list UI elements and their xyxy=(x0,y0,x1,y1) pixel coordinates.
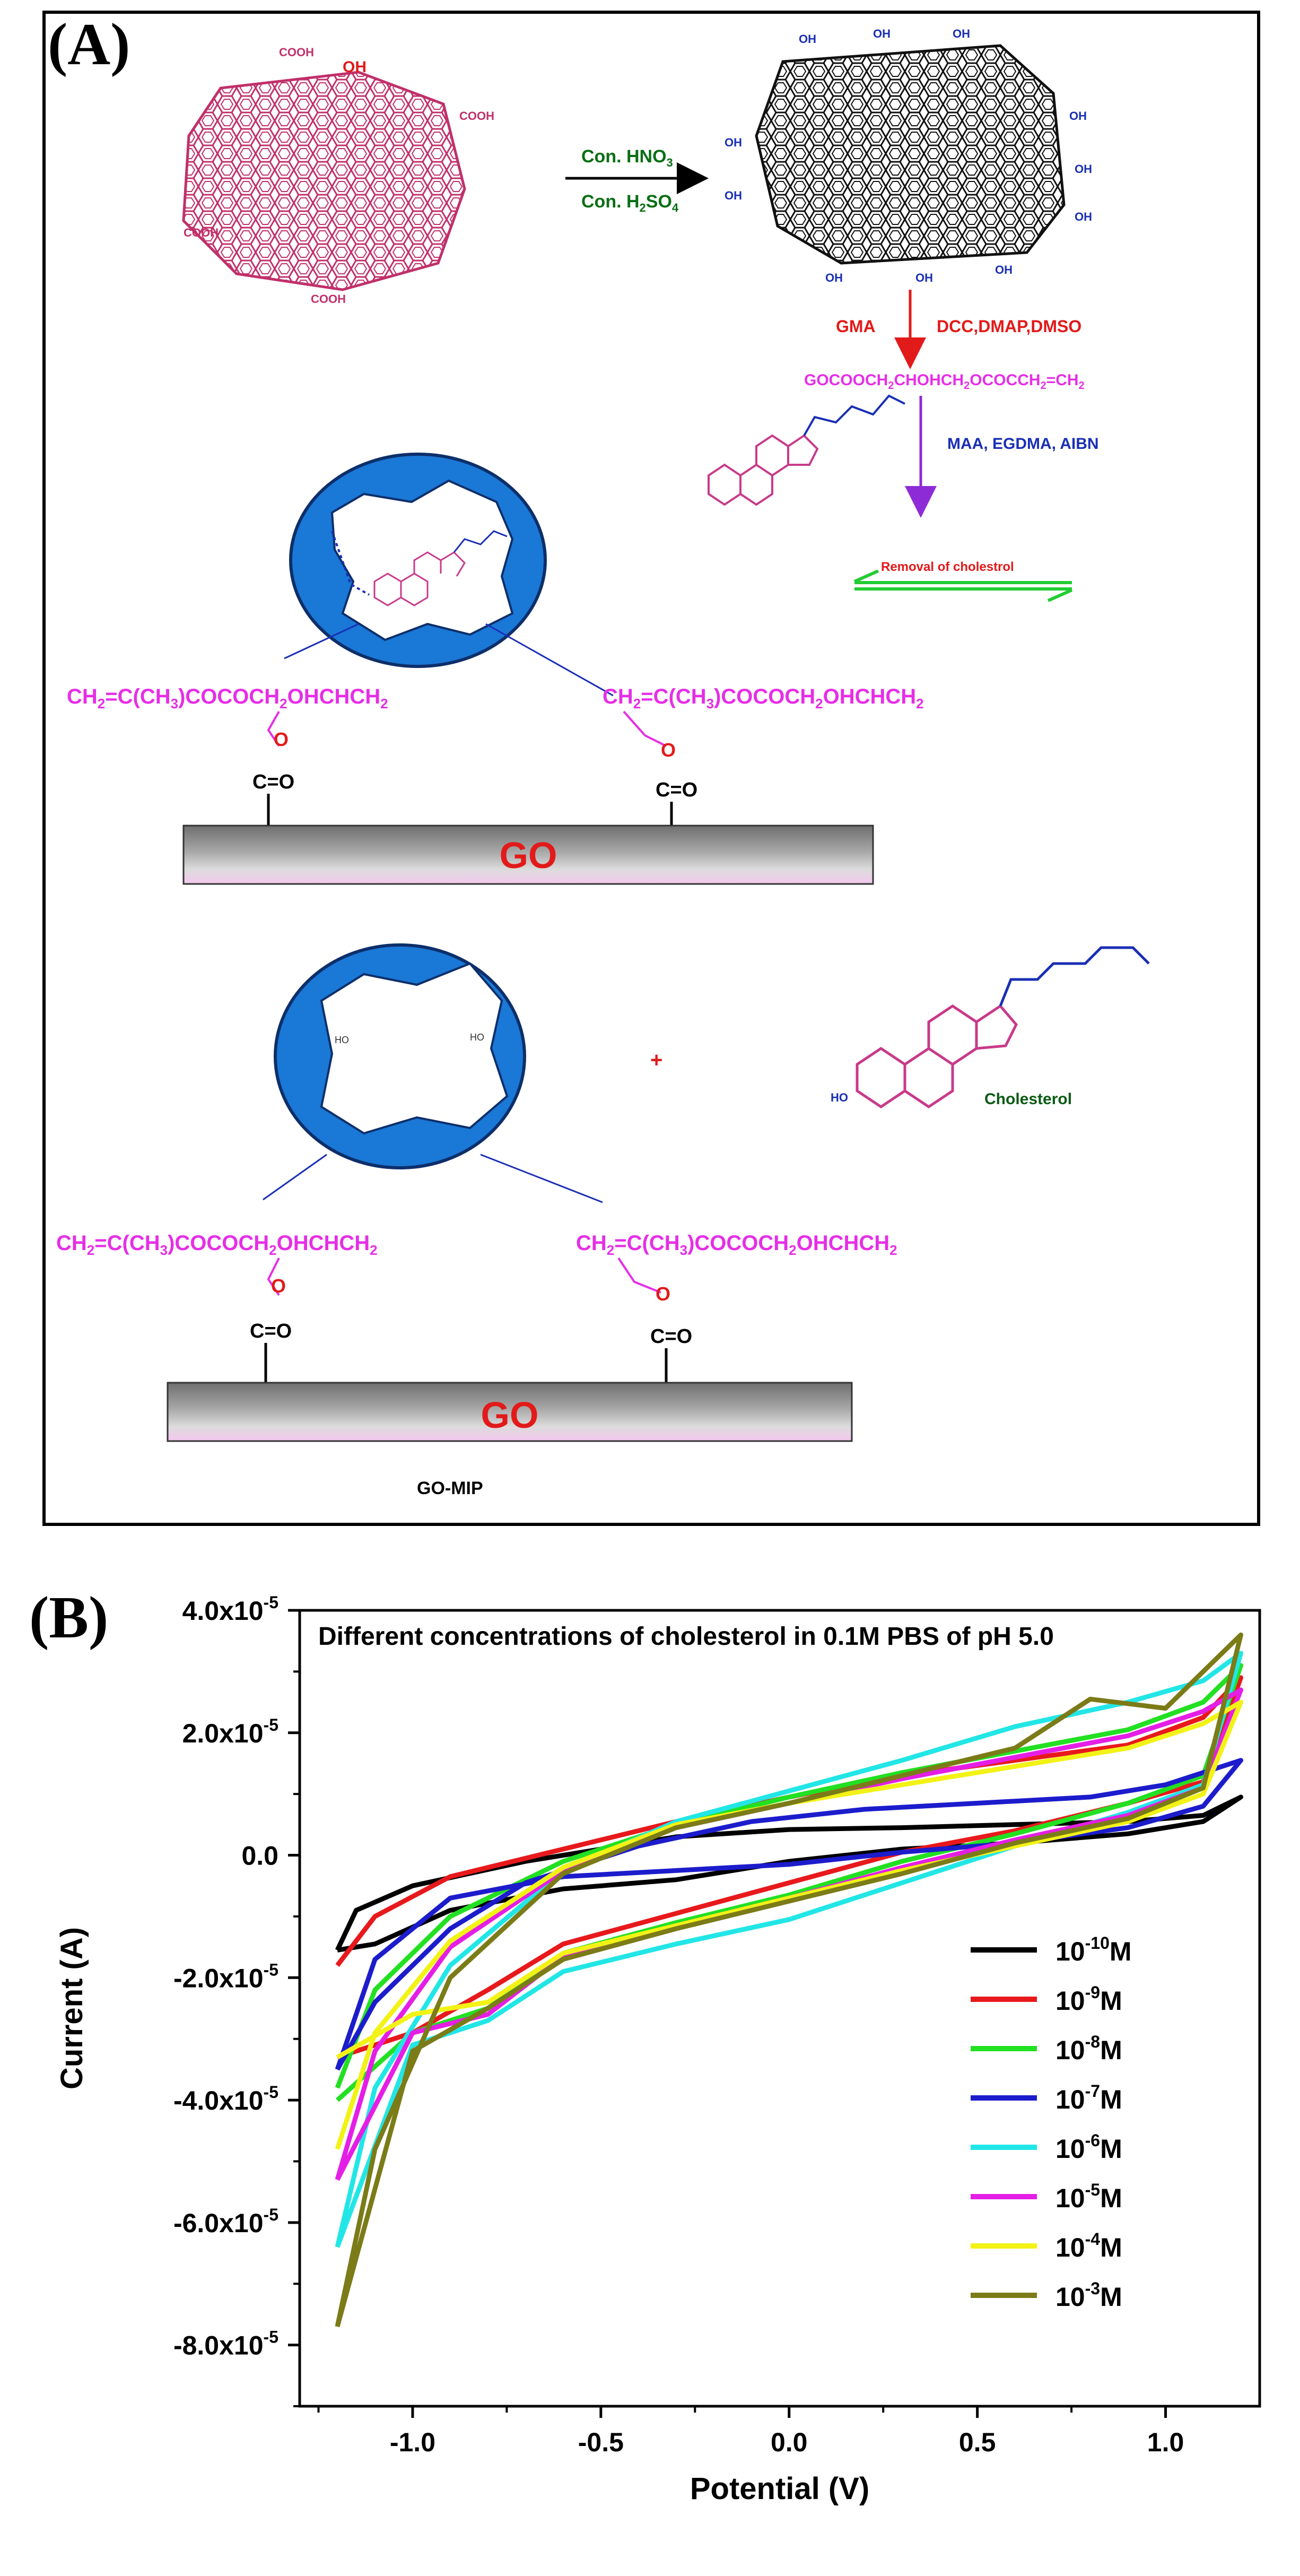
oh-bottom-3: OH xyxy=(995,263,1013,276)
legend-label: 10-5M xyxy=(1055,2180,1122,2213)
x-tick-label: 1.0 xyxy=(1147,2427,1184,2457)
oh-top-1: OH xyxy=(799,32,816,46)
cooh-label-3: COOH xyxy=(184,226,219,239)
gma-product-formula: GOCOOCH2CHOHCH2OCOCCH2=CH2 xyxy=(804,371,1085,392)
ester-o-2: O xyxy=(661,739,676,761)
cv-chart: -1.0 -0.5 0.0 0.5 1.0 4.0x10-5 2.0x10-5 0.0 -2.… xyxy=(55,1593,1261,2506)
cooh-label-4: COOH xyxy=(311,292,346,306)
reagent-hno3: Con. HNO3 xyxy=(581,146,673,169)
tether-line-1 xyxy=(284,623,359,660)
tether-line-2 xyxy=(485,623,614,697)
carboxylated-graphene: OH OH OH OH OH OH OH OH OH OH OH xyxy=(725,27,1092,284)
legend-label: 10-8M xyxy=(1055,2032,1122,2065)
go-mip-label: GO-MIP xyxy=(417,1478,483,1498)
graphene-oxide-sheet: OH COOH COOH COOH COOH xyxy=(182,46,494,306)
legend-label: 10-4M xyxy=(1055,2230,1122,2262)
linker-formula-2: CH2=C(CH3)COCOCH2OHCHCH2 xyxy=(603,685,924,712)
ester-o-1: O xyxy=(274,728,289,750)
linker-formula-1: CH2=C(CH3)COCOCH2OHCHCH2 xyxy=(67,685,388,712)
oh-left-1: OH xyxy=(725,136,742,149)
removal-label: Removal of cholestrol xyxy=(881,560,1014,574)
legend: 10-10M 10-9M 10-8M 10-7M 10-6M 10-5M 10-4M 10-3… xyxy=(971,1933,1132,2312)
imprinted-cavity-with-template xyxy=(289,453,547,668)
y-tick-label: -8.0x10-5 xyxy=(173,2328,278,2361)
x-tick-label: -1.0 xyxy=(390,2427,435,2457)
y-tick-label: 4.0x10-5 xyxy=(182,1593,278,1626)
x-tick-label: -0.5 xyxy=(578,2427,624,2457)
oh-bottom-1: OH xyxy=(825,271,843,284)
legend-label: 10-6M xyxy=(1055,2131,1122,2164)
carbonyl-1: C=O xyxy=(252,771,294,793)
tether-line-4 xyxy=(480,1153,603,1203)
cv-curve--10 xyxy=(335,1794,1243,1953)
cholesterol-ho: HO xyxy=(831,1091,848,1104)
go-label-lower: GO xyxy=(481,1394,539,1436)
cv-curve--4 xyxy=(335,1699,1243,2150)
y-tick-label: 0.0 xyxy=(241,1841,278,1871)
go-substrate-lower xyxy=(167,1382,853,1442)
oh-bottom-2: OH xyxy=(915,271,933,284)
x-axis-ticks: -1.0 -0.5 0.0 0.5 1.0 xyxy=(317,2406,1184,2457)
x-tick-label: 0.0 xyxy=(771,2427,808,2457)
synthesis-scheme: OH COOH COOH COOH COOH Con. HNO3 Con. H2… xyxy=(56,27,1150,1498)
oh-right-2: OH xyxy=(1075,162,1092,176)
oh-left-2: OH xyxy=(725,189,742,202)
oh-top-3: OH xyxy=(953,27,970,40)
reagent-h2so4: Con. H2SO4 xyxy=(581,192,679,214)
cholesterol-structure xyxy=(856,946,1150,1109)
polymerization-label: MAA, EGDMA, AIBN xyxy=(947,435,1099,453)
go-substrate-upper xyxy=(182,825,874,885)
cv-curve--3 xyxy=(335,1632,1243,2328)
oh-label: OH xyxy=(343,58,367,76)
scheme-panel: OH COOH COOH COOH COOH Con. HNO3 Con. H2… xyxy=(42,11,1260,1526)
cv-curve--9 xyxy=(335,1675,1243,2060)
ester-o-3: O xyxy=(271,1275,286,1297)
ho-label-1: HO xyxy=(335,1035,349,1045)
x-axis-label: Potential (V) xyxy=(690,2471,869,2506)
y-axis-label: Current (A) xyxy=(55,1927,89,2089)
x-tick-label: 0.5 xyxy=(959,2427,996,2457)
y-axis-ticks: 4.0x10-5 2.0x10-5 0.0 -2.0x10-5 -4.0x10-5 -6.… xyxy=(173,1593,300,2407)
linker-bond-3 xyxy=(267,1257,280,1296)
linker-formula-3: CH2=C(CH3)COCOCH2OHCHCH2 xyxy=(56,1231,378,1258)
chart-title: Different concentrations of cholesterol … xyxy=(318,1623,1054,1651)
ester-o-4: O xyxy=(656,1283,670,1305)
oh-right-3: OH xyxy=(1075,210,1092,223)
panel-a-letter: (A) xyxy=(48,12,130,77)
linker-bond-4 xyxy=(617,1257,661,1294)
carbonyl-2: C=O xyxy=(656,779,697,801)
gma-label: GMA xyxy=(836,317,876,336)
legend-label: 10-3M xyxy=(1055,2279,1122,2312)
y-tick-label: -2.0x10-5 xyxy=(173,1960,278,1993)
imprinted-cavity-empty: HO HO xyxy=(274,943,526,1169)
cooh-label-1: COOH xyxy=(279,46,314,59)
go-label-upper: GO xyxy=(500,835,557,876)
cholesterol-label: Cholesterol xyxy=(984,1090,1072,1108)
removal-arrow-heads xyxy=(853,569,1073,602)
linker-formula-4: CH2=C(CH3)COCOCH2OHCHCH2 xyxy=(576,1231,897,1258)
oh-right-1: OH xyxy=(1069,109,1087,123)
y-tick-label: -6.0x10-5 xyxy=(173,2205,278,2238)
y-tick-label: 2.0x10-5 xyxy=(182,1715,278,1748)
carbonyl-4: C=O xyxy=(650,1325,692,1348)
legend-label: 10-10M xyxy=(1055,1933,1132,1966)
panel-b-letter: (B) xyxy=(29,1585,109,1651)
legend-label: 10-7M xyxy=(1055,2081,1122,2114)
oh-top-2: OH xyxy=(873,27,891,40)
plus-sign: + xyxy=(650,1048,662,1072)
coupling-label: DCC,DMAP,DMSO xyxy=(937,317,1081,336)
linker-bond-1 xyxy=(267,711,280,747)
tether-line-3 xyxy=(263,1153,327,1201)
carbonyl-3: C=O xyxy=(250,1320,292,1342)
linker-bond-2 xyxy=(623,710,667,747)
ho-label-2: HO xyxy=(470,1032,484,1043)
cooh-label-2: COOH xyxy=(459,109,494,123)
legend-label: 10-9M xyxy=(1055,1983,1122,2016)
cv-curves xyxy=(335,1632,1243,2328)
y-tick-label: -4.0x10-5 xyxy=(173,2083,278,2115)
cholesterol-small xyxy=(708,394,905,506)
